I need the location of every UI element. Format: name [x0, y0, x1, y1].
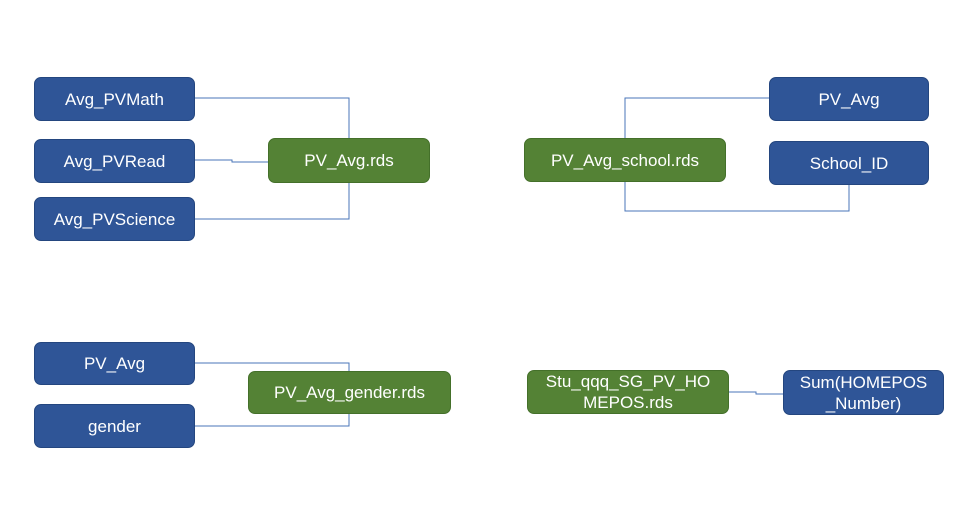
field-node-avg-pvscience[interactable]: Avg_PVScience — [34, 197, 195, 241]
field-node-sum-homepos-number[interactable]: Sum(HOMEPOS _Number) — [783, 370, 944, 415]
file-node-pv-avg-gender[interactable]: PV_Avg_gender.rds — [248, 371, 451, 414]
node-label: Avg_PVMath — [65, 89, 164, 109]
node-label: PV_Avg_school.rds — [550, 150, 700, 170]
field-node-avg-pvmath[interactable]: Avg_PVMath — [34, 77, 195, 121]
node-label: Stu_qqq_SG_PV_HO MEPOS.rds — [545, 372, 711, 412]
field-node-avg-pvread[interactable]: Avg_PVRead — [34, 139, 195, 183]
node-label: PV_Avg — [818, 89, 880, 109]
field-node-school-id[interactable]: School_ID — [769, 141, 929, 185]
file-node-pv-avg[interactable]: PV_Avg.rds — [268, 138, 430, 183]
connector-line — [195, 414, 350, 427]
connector-line — [624, 182, 850, 212]
connector-line — [195, 182, 350, 220]
file-node-stu-qqq-sg-pv-homepos[interactable]: Stu_qqq_SG_PV_HO MEPOS.rds — [527, 370, 729, 414]
connector-line — [195, 159, 268, 163]
node-label: PV_Avg — [83, 354, 146, 373]
field-node-pv-avg[interactable]: PV_Avg — [769, 77, 929, 121]
file-node-pv-avg-school[interactable]: PV_Avg_school.rds — [524, 138, 726, 182]
node-label: School_ID — [809, 153, 889, 173]
node-label: Sum(HOMEPOS _Number) — [799, 372, 928, 413]
node-label: Avg_PVScience — [53, 209, 176, 229]
node-label: PV_Avg.rds — [304, 151, 394, 170]
connector-line — [195, 362, 350, 371]
field-node-gender[interactable]: gender — [34, 404, 195, 448]
node-label: Avg_PVRead — [63, 151, 166, 171]
node-label: PV_Avg_gender.rds — [274, 383, 425, 402]
connector-line — [729, 391, 783, 395]
field-node-pv-avg[interactable]: PV_Avg — [34, 342, 195, 385]
connector-line — [624, 97, 769, 138]
node-label: gender — [88, 416, 141, 436]
